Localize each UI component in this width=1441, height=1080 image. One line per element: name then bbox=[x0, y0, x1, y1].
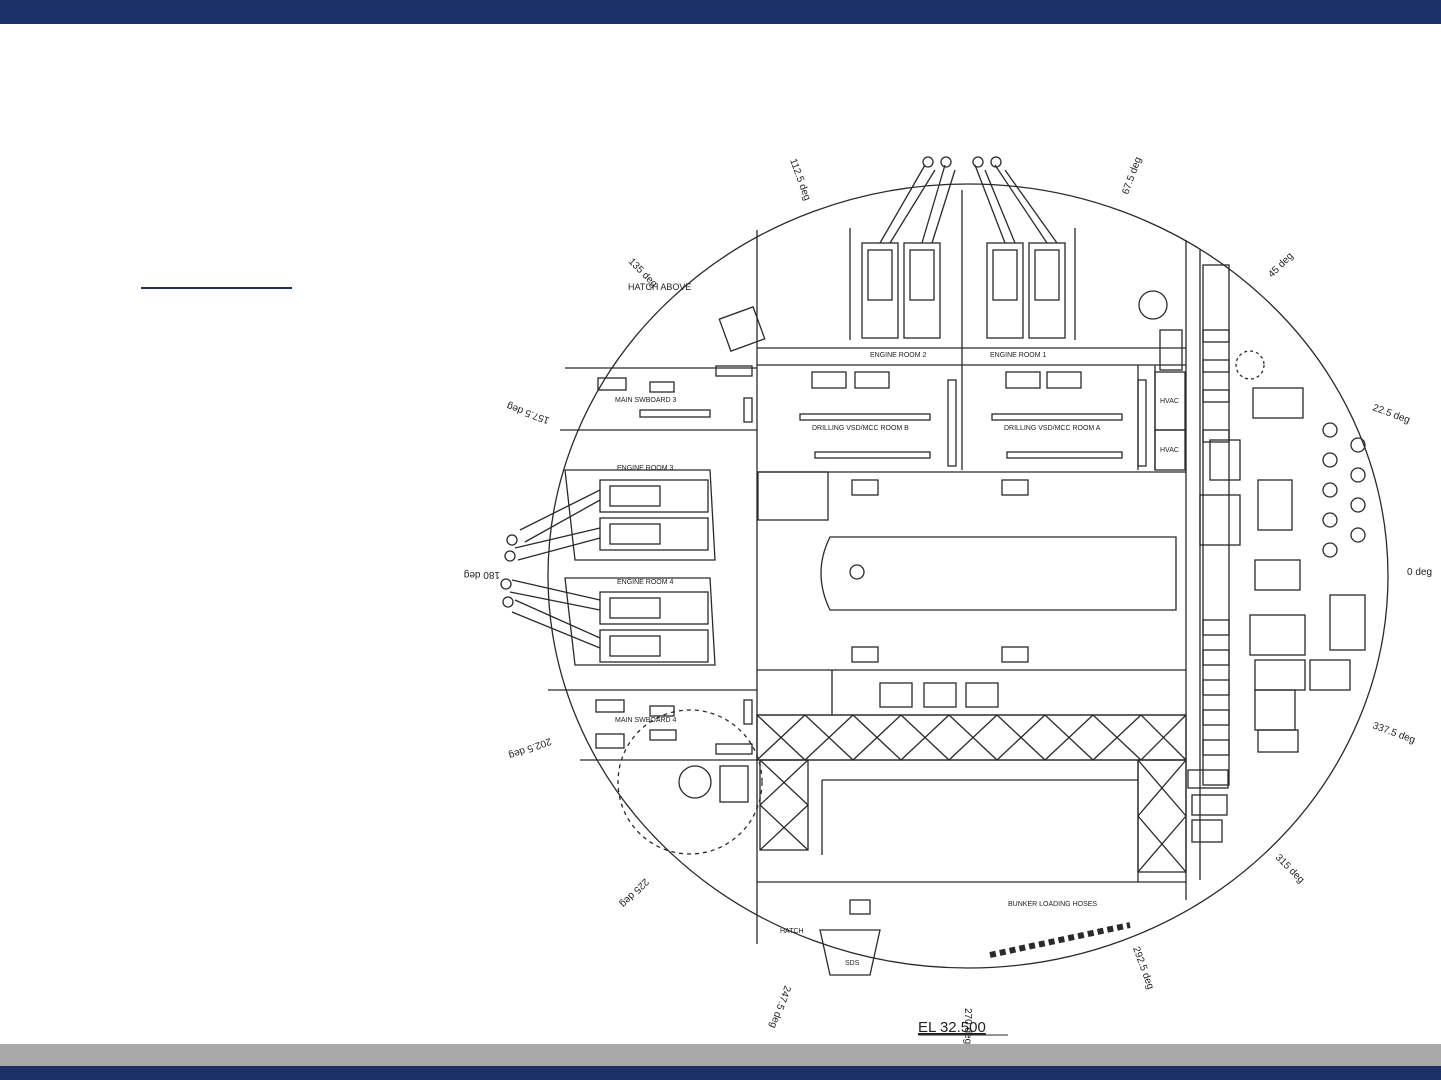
hatch-label: HATCH bbox=[780, 928, 804, 935]
deg-270-label: 270 deg bbox=[962, 1008, 973, 1044]
hull-outline bbox=[547, 183, 1389, 969]
drilling-room-b-label: DRILLING VSD/MCC ROOM B bbox=[812, 425, 909, 432]
engine-room-1-label: ENGINE ROOM 1 bbox=[990, 352, 1047, 359]
deg-22-5-label: 22.5 deg bbox=[1371, 402, 1411, 426]
accommodation-block bbox=[1154, 264, 1366, 843]
deg-315-label: 315 deg bbox=[1273, 852, 1306, 885]
deg-202-5-label: 202.5 deg bbox=[507, 735, 553, 761]
deg-292-5-label: 292.5 deg bbox=[1130, 945, 1156, 991]
engines-top bbox=[849, 156, 1076, 340]
main-swbd-3-label: MAIN SWBOARD 3 bbox=[615, 397, 677, 404]
switchboard-equipment bbox=[595, 290, 1168, 976]
engine-room-4-label: ENGINE ROOM 4 bbox=[617, 579, 674, 586]
main-swbd-4-label: MAIN SWBOARD 4 bbox=[615, 717, 677, 724]
deg-225-label: 225 deg bbox=[617, 876, 650, 909]
structural-lines bbox=[548, 190, 1201, 944]
deg-337-5-label: 337.5 deg bbox=[1371, 720, 1417, 746]
deg-67-5-label: 67.5 deg bbox=[1120, 156, 1144, 196]
elevation-label: EL 32.500 bbox=[918, 1019, 986, 1036]
hvac-label-1: HVAC bbox=[1160, 398, 1179, 405]
engine-room-3-label: ENGINE ROOM 3 bbox=[617, 465, 674, 472]
bunker-hoses-label: BUNKER LOADING HOSES bbox=[1008, 901, 1097, 908]
drilling-room-a-label: DRILLING VSD/MCC ROOM A bbox=[1004, 425, 1101, 432]
footer-blue-band bbox=[0, 1066, 1441, 1080]
sds-label: SDS bbox=[845, 960, 860, 967]
deg-157-5-label: 157.5 deg bbox=[505, 400, 551, 426]
deg-180-label: 180 deg bbox=[464, 569, 500, 580]
truss-band bbox=[756, 714, 1187, 873]
title-underline bbox=[141, 287, 292, 289]
engine-room-2-label: ENGINE ROOM 2 bbox=[870, 352, 927, 359]
top-title-band bbox=[0, 0, 1441, 24]
deg-112-5-label: 112.5 deg bbox=[787, 157, 812, 202]
hatch-above-label: HATCH ABOVE bbox=[628, 282, 691, 292]
engines-left bbox=[500, 469, 716, 666]
hvac-label-2: HVAC bbox=[1160, 447, 1179, 454]
deg-0-label: 0 deg bbox=[1407, 567, 1432, 578]
footer-grey-band bbox=[0, 1044, 1441, 1066]
moonpool bbox=[820, 536, 1177, 611]
deg-247-5-label: 247.5 deg bbox=[767, 984, 793, 1030]
deg-45-label: 45 deg bbox=[1266, 251, 1295, 280]
